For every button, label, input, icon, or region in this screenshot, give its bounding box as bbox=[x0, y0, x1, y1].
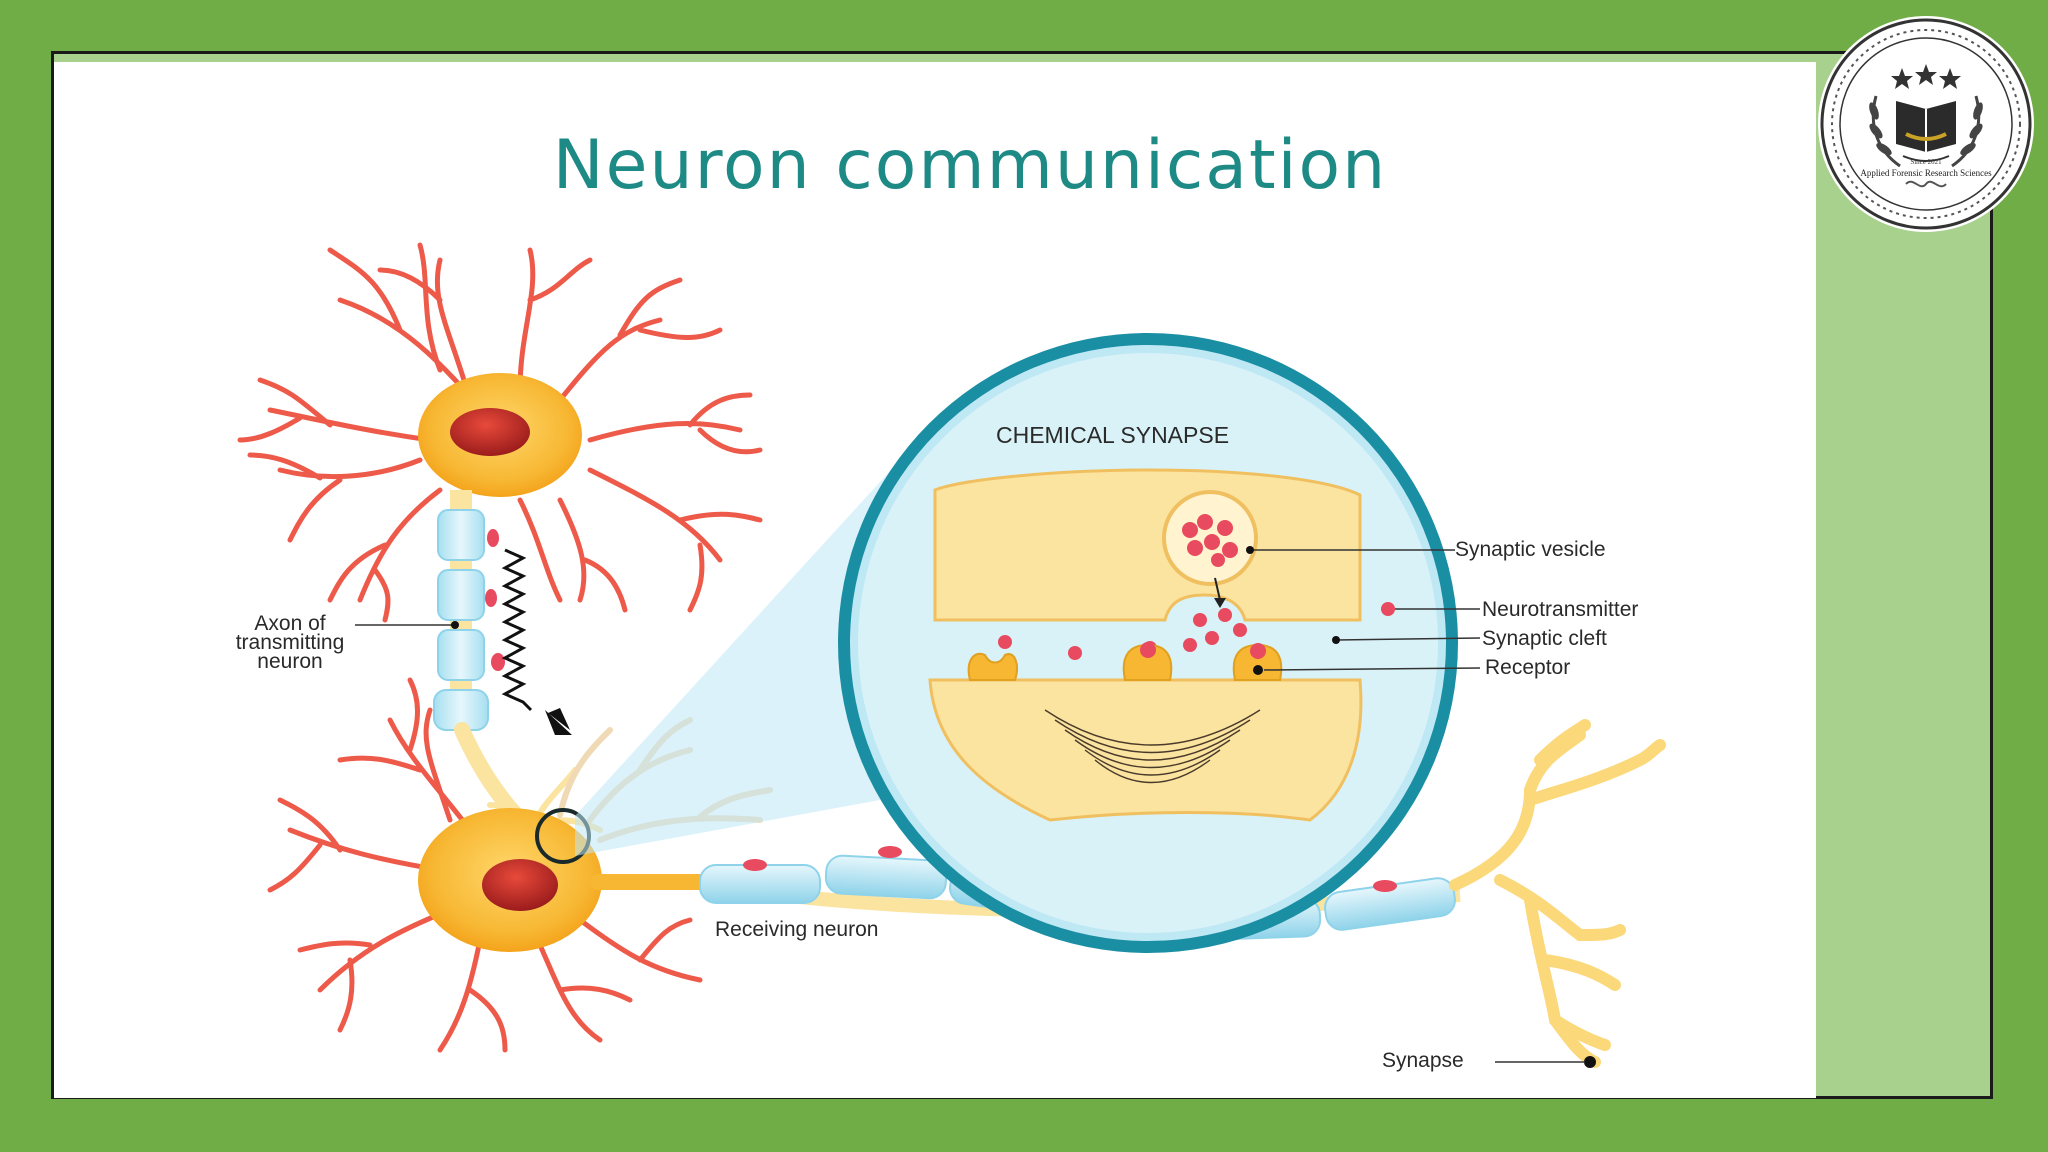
receptors bbox=[967, 643, 1283, 681]
seal-caption: Applied Forensic Research Sciences bbox=[1860, 168, 1992, 178]
synaptic-cleft-label: Synaptic cleft bbox=[1482, 627, 1607, 650]
bottom-nucleus bbox=[482, 859, 558, 911]
seal-icon bbox=[1820, 18, 2032, 230]
neurotransmitter-label: Neurotransmitter bbox=[1482, 598, 1639, 621]
top-nucleus bbox=[450, 408, 530, 456]
axon-terminal-branches bbox=[1449, 719, 1666, 1068]
receiving-neuron-label: Receiving neuron bbox=[715, 918, 879, 941]
top-dendrites bbox=[237, 242, 763, 623]
synapse-label: Synapse bbox=[1382, 1049, 1464, 1072]
synaptic-vesicle-label: Synaptic vesicle bbox=[1455, 538, 1606, 561]
chemical-synapse-inset bbox=[355, 333, 1585, 1063]
zoom-cone bbox=[575, 460, 900, 856]
axon-label: Axon of transmitting neuron bbox=[235, 612, 345, 673]
receptor-label: Receptor bbox=[1485, 656, 1571, 679]
transmitting-neuron bbox=[237, 242, 763, 838]
seal-since: Since 2021 bbox=[1910, 158, 1942, 166]
postsynaptic-density bbox=[1044, 709, 1261, 784]
org-seal-logo: Since 2021 Applied Forensic Research Sci… bbox=[1818, 16, 2034, 232]
inset-title: CHEMICAL SYNAPSE bbox=[996, 422, 1230, 448]
slide-title: Neuron communication bbox=[552, 126, 1388, 205]
signal-arrow-icon bbox=[501, 548, 572, 735]
synapse-dot bbox=[1584, 1056, 1596, 1068]
